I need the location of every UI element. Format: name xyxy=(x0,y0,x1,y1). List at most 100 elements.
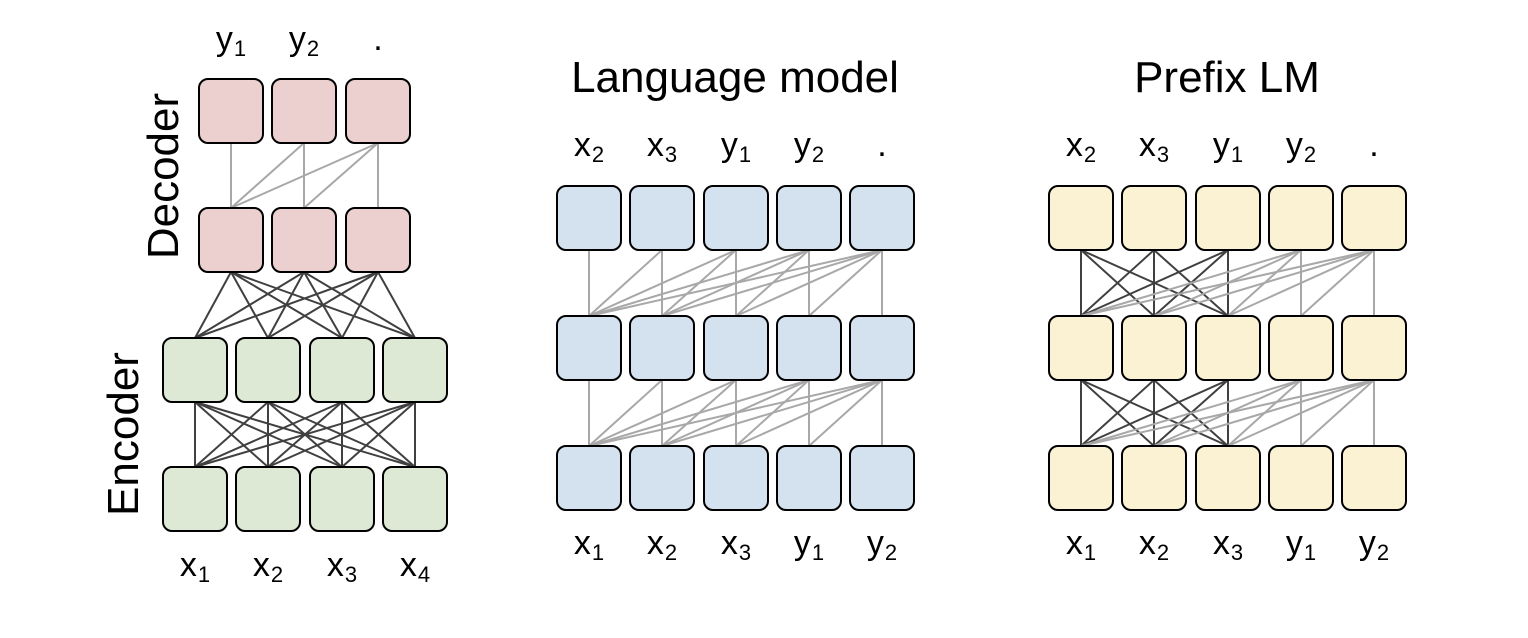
language-model-input-label: x3 xyxy=(720,524,752,565)
encoder-input-label-base: x xyxy=(326,546,344,584)
prefix-lm-box xyxy=(1341,315,1407,381)
encoder-input-label-subscript: 3 xyxy=(344,562,358,587)
decoder-bottom-box xyxy=(198,207,264,273)
prefix-lm-input-label: y1 xyxy=(1285,524,1317,565)
prefix-lm-output-label: x3 xyxy=(1139,128,1170,167)
prefix-lm-input-label: y2 xyxy=(1358,524,1389,565)
language-model-input-label: y1 xyxy=(793,524,824,565)
encoder-decoder-cross-line xyxy=(267,271,379,339)
language-model-input-label-base: y xyxy=(793,524,811,562)
language-model-output-label-base: x xyxy=(646,126,664,164)
language-model-box xyxy=(556,315,622,381)
prefix-lm-box xyxy=(1048,315,1114,381)
prefix-lm-input-label-base: y xyxy=(1358,524,1376,562)
language-model-box xyxy=(629,185,695,251)
language-model-input-label-base: x xyxy=(646,524,664,562)
encoder-decoder-cross-line xyxy=(377,271,416,339)
prefix-lm-box xyxy=(1121,445,1187,511)
encoder-input-label-base: x xyxy=(399,546,417,584)
prefix-lm-box xyxy=(1195,185,1261,251)
prefix-lm-attention-line xyxy=(1153,379,1375,447)
prefix-lm-box xyxy=(1195,445,1261,511)
prefix-lm-output-label-subscript: 2 xyxy=(1083,142,1097,167)
decoder-causal-line xyxy=(230,142,305,209)
decoder-top-box xyxy=(271,78,337,144)
language-model-input-label-base: x xyxy=(720,524,738,562)
encoder-input-label-base: x xyxy=(252,546,270,584)
decoder-top-box xyxy=(345,78,411,144)
encoder-bidirectional-line xyxy=(194,401,269,468)
prefix-lm-attention-line xyxy=(1300,379,1375,447)
decoder-output-label: . xyxy=(373,22,382,56)
language-model-box xyxy=(849,315,915,381)
encoder-input-label: x1 xyxy=(179,546,210,587)
encoder-bottom-box xyxy=(235,466,301,532)
language-model-box xyxy=(776,185,842,251)
decoder-output-label-base: y xyxy=(215,20,233,58)
language-model-attention-line xyxy=(808,379,883,447)
encoder-bottom-box xyxy=(309,466,375,532)
language-model-input-label: y2 xyxy=(867,526,898,565)
prefix-lm-box xyxy=(1195,315,1261,381)
prefix-lm-attention-line xyxy=(1227,249,1375,317)
prefix-lm-input-label: x1 xyxy=(1066,526,1097,565)
encoder-bidirectional-line xyxy=(267,401,416,468)
encoder-bottom-box xyxy=(162,466,228,532)
language-model-input-label-subscript: 1 xyxy=(591,540,605,565)
encoder-input-label: x2 xyxy=(252,546,283,587)
language-model-output-label: x2 xyxy=(574,128,605,167)
language-model-input-label: x2 xyxy=(646,524,678,565)
language-model-box xyxy=(703,185,769,251)
prefix-lm-attention-line xyxy=(1080,379,1229,447)
decoder-bottom-box xyxy=(345,207,411,273)
prefix-lm-input-label-base: x xyxy=(1212,524,1230,562)
language-model-input-label-subscript: 2 xyxy=(664,540,678,565)
encoder-bottom-box xyxy=(382,466,448,532)
decoder-output-label-base: . xyxy=(373,20,383,58)
prefix-lm-output-label-subscript: 1 xyxy=(1230,142,1244,167)
decoder-output-label-base: y xyxy=(288,20,306,58)
prefix-lm-output-label-base: y xyxy=(1212,126,1230,164)
decoder-top-box xyxy=(198,78,264,144)
language-model-output-label-subscript: 2 xyxy=(591,142,605,167)
encoder-bidirectional-line xyxy=(341,401,416,468)
prefix-lm-output-label: y1 xyxy=(1212,126,1244,167)
language-model-output-label: y2 xyxy=(793,126,824,167)
language-model-attention-line xyxy=(588,379,737,447)
prefix-lm-input-label-base: y xyxy=(1285,524,1303,562)
prefix-lm-input-label-subscript: 1 xyxy=(1083,540,1097,565)
prefix-lm-output-label-base: x xyxy=(1065,126,1083,164)
prefix-lm-output-label: . xyxy=(1369,128,1378,162)
encoder-decoder-cross-line xyxy=(194,271,379,339)
language-model-box xyxy=(556,445,622,511)
prefix-lm-box xyxy=(1268,315,1334,381)
language-model-attention-line xyxy=(588,249,883,317)
language-model-output-label-base: y xyxy=(793,126,811,164)
prefix-lm-box xyxy=(1341,185,1407,251)
language-model-attention-line xyxy=(661,249,883,317)
prefix-lm-output-label-subscript: 3 xyxy=(1156,142,1170,167)
prefix-lm-input-label-subscript: 1 xyxy=(1303,540,1317,565)
language-model-output-label-subscript: 1 xyxy=(738,142,752,167)
language-model-input-label-base: x xyxy=(573,524,591,562)
prefix-lm-box xyxy=(1048,445,1114,511)
language-model-output-label-base: . xyxy=(877,126,887,164)
language-model-box xyxy=(629,315,695,381)
prefix-lm-attention-line xyxy=(1080,249,1155,317)
prefix-lm-attention-line xyxy=(1080,379,1302,447)
language-model-box xyxy=(703,445,769,511)
encoder-decoder-cross-line xyxy=(194,271,232,339)
encoder-input-label-base: x xyxy=(179,546,197,584)
prefix-lm-input-label-subscript: 3 xyxy=(1230,540,1244,565)
language-model-input-label-subscript: 3 xyxy=(738,540,752,565)
language-model-attention-line xyxy=(588,379,883,447)
language-model-box xyxy=(849,445,915,511)
prefix-lm-attention-line xyxy=(1080,379,1375,447)
language-model-input-label: x1 xyxy=(573,524,605,565)
prefix-lm-attention-line xyxy=(1300,249,1375,317)
language-model-input-label-subscript: 2 xyxy=(884,540,898,565)
decoder-bottom-box xyxy=(271,207,337,273)
decoder-output-label-subscript: 1 xyxy=(233,36,247,61)
